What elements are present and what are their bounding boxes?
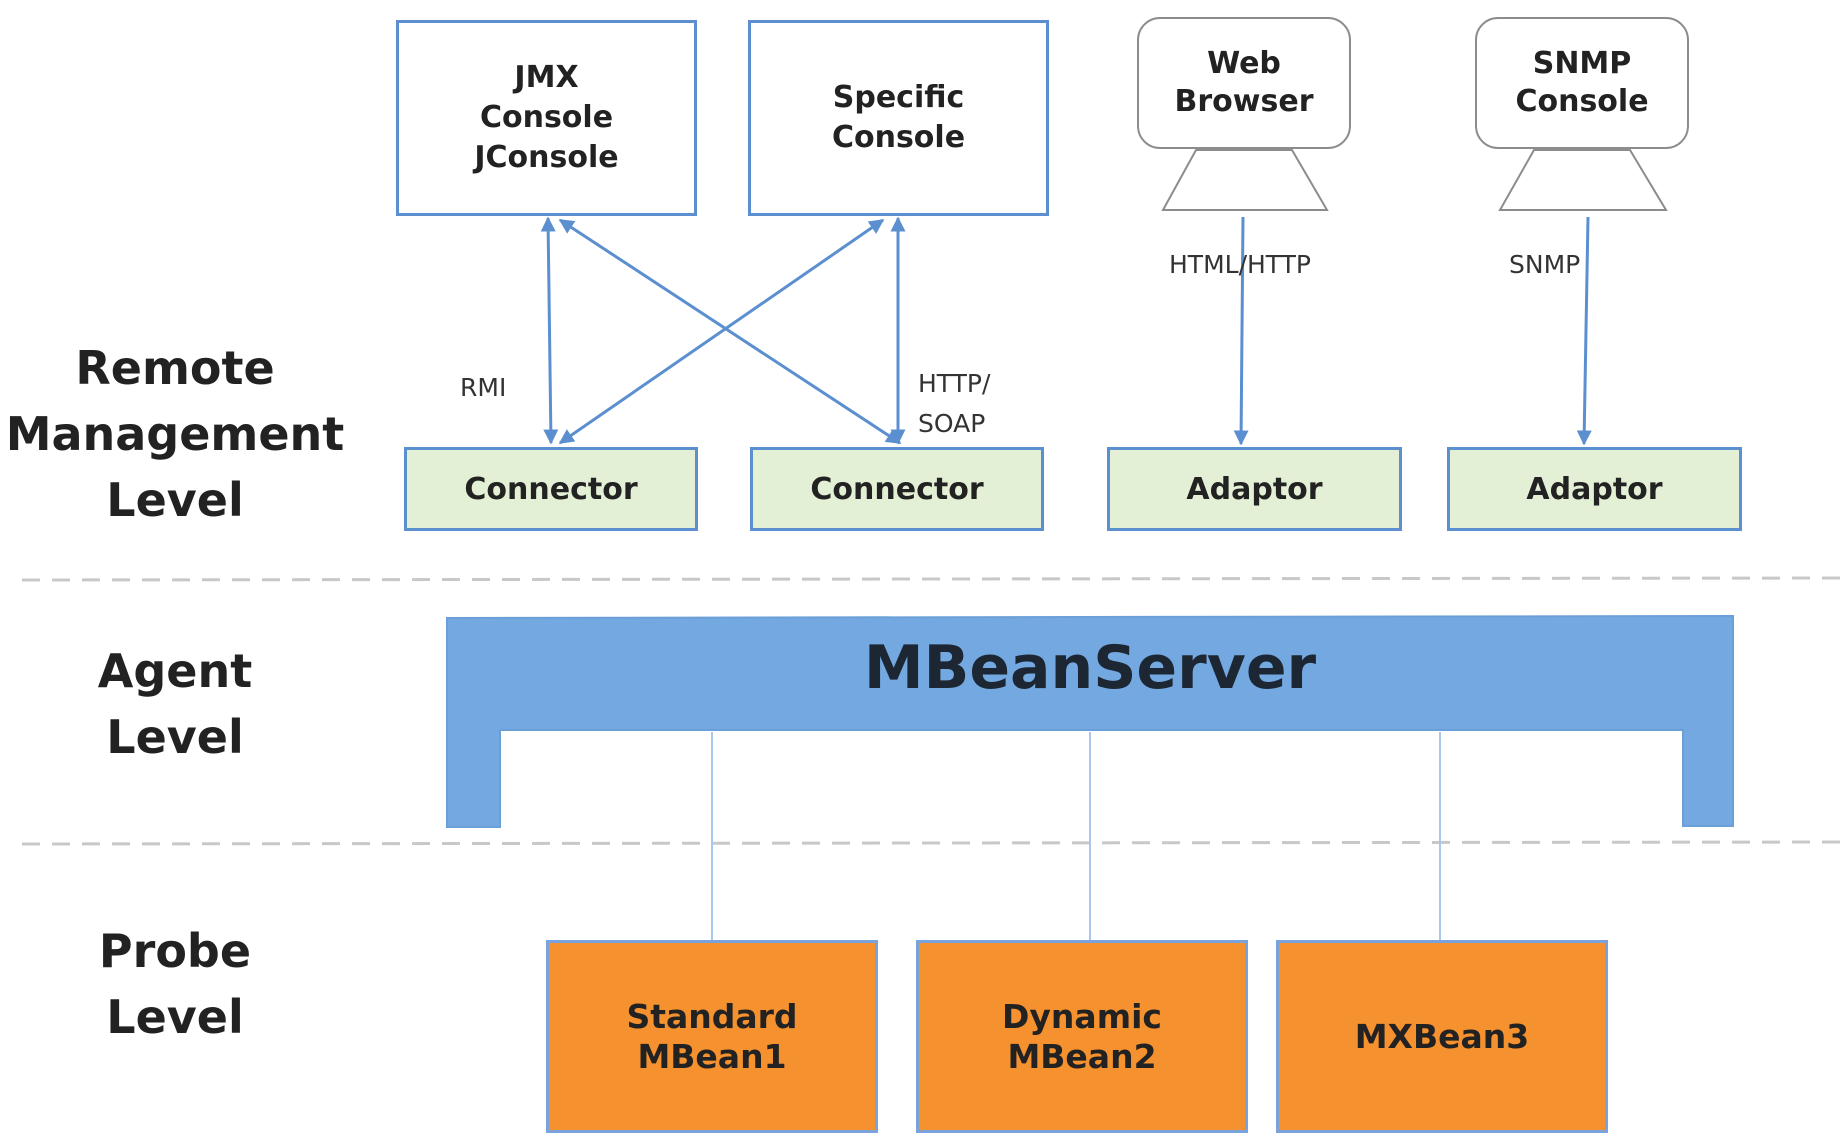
web-browser-stand	[1161, 149, 1329, 211]
standard-mbean-box: Standard MBean1	[546, 940, 878, 1133]
jmx-console-box: JMX Console JConsole	[396, 20, 697, 216]
mx-mbean-box: MXBean3	[1276, 940, 1608, 1133]
divider-remote-agent	[21, 576, 1842, 582]
specific-console-box: Specific Console	[748, 20, 1049, 216]
snmp-console-label: SNMP Console	[1515, 46, 1649, 119]
probe-level-label: Probe Level	[98, 924, 252, 1044]
web-browser-label: Web Browser	[1174, 46, 1314, 119]
snmp-console-screen-outline	[1475, 17, 1689, 149]
rmi-bidirectional-arrow	[540, 216, 559, 445]
rmi-connector-box: Connector	[404, 447, 698, 531]
html-http-label: HTML/HTTP	[1169, 250, 1311, 279]
mbean-server-bar	[446, 614, 1734, 828]
rmi-label: RMI	[460, 373, 507, 402]
divider-agent-probe	[21, 840, 1842, 846]
remote-management-level-label: Remote Management Level	[5, 341, 345, 527]
web-browser-screen-outline	[1137, 17, 1351, 149]
html-http-arrow	[1233, 216, 1249, 446]
mbean-server-title: MBeanServer	[863, 633, 1317, 703]
snmp-adaptor-box: Adaptor	[1447, 447, 1742, 531]
dynamic-mbean-box: Dynamic MBean2	[916, 940, 1248, 1133]
html-adaptor-box: Adaptor	[1107, 447, 1402, 531]
snmp-console-stand	[1498, 149, 1668, 211]
agent-level-label: Agent Level	[97, 644, 253, 764]
snmp-label: SNMP	[1509, 250, 1581, 279]
soap-connector-box: Connector	[750, 447, 1044, 531]
specific-to-rmi-connector-arrow	[558, 218, 885, 445]
http-soap-label: HTTP/ SOAP	[918, 369, 991, 438]
snmp-arrow	[1576, 216, 1592, 446]
